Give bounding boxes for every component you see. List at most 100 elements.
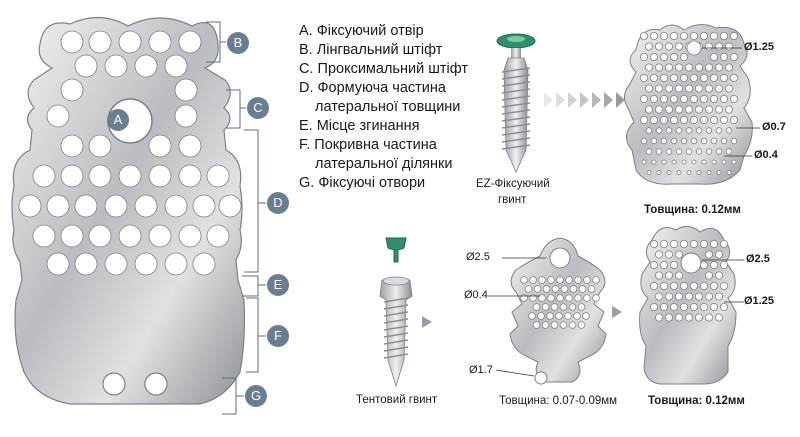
thickness-caption-top-right: Товщина: 0.12мм [644,204,741,216]
top-right-mesh-hole [690,74,699,83]
top-right-mesh-hole [665,105,674,114]
top-right-mesh-hole [730,137,738,145]
top-right-mesh-hole [665,127,673,134]
bottom-right-mesh-hole [705,271,714,280]
top-right-mesh-hole [681,159,687,165]
bottom-right-mesh-hole [665,313,674,322]
ez-screw-thread [501,74,531,80]
top-right-mesh-hole [695,127,703,134]
main-mesh-hole [206,164,230,188]
bottom-right-mesh-hole [710,239,719,248]
top-right-mesh-hole [655,148,663,155]
main-mesh-hole [46,194,70,218]
top-right-mesh-hole [725,63,734,72]
main-mesh-hole [206,224,230,248]
top-right-mesh-hole [650,95,659,104]
dim-middle-1-7: Ø1.7 [469,364,493,376]
ez-screw-thread [501,81,531,87]
marker-e: E [267,274,289,296]
top-right-mesh-hole [640,116,649,125]
middle-membrane-top-hole [549,247,571,269]
legend-item-f: F. Покривна частина [299,137,437,153]
main-mesh-hole [118,224,142,248]
top-right-mesh-hole [720,137,728,145]
ez-fixation-screw [496,33,536,173]
top-right-mesh-hole [675,148,683,155]
main-mesh-hole [134,194,158,218]
middle-membrane-hole [551,285,560,293]
bottom-right-mesh-hole [720,239,729,248]
marker-c: C [247,97,269,119]
bottom-right-mesh-hole [655,271,664,280]
tent-screw-caption: Тентовий гвинт [356,394,438,406]
chevron-arrow [592,92,601,108]
thickness-caption-middle: Товщина: 0.07-0.09мм [499,395,618,407]
top-right-mesh-hole [725,105,734,114]
ez-screw-thread [501,137,531,143]
top-right-mesh-hole [705,84,714,93]
bottom-right-mesh-hole [720,302,729,311]
main-mesh-hole [148,164,172,188]
bottom-right-mesh-hole [690,239,699,248]
bottom-right-mesh-hole [710,260,719,269]
top-right-mesh-hole [710,116,719,125]
top-right-mesh-hole [670,74,679,83]
bracket-c [226,89,241,129]
top-right-mesh-hole [721,159,727,165]
top-right-mesh-hole [640,137,648,145]
arrow-right-1 [422,316,432,328]
legend-item-g: G. Фіксуючі отвори [299,175,426,191]
top-right-mesh-hole [706,170,712,175]
top-right-mesh-hole [645,63,654,72]
middle-membrane-holes [520,276,600,329]
top-right-mesh-hole [725,42,734,51]
middle-membrane-hole [582,312,590,320]
ez-screw-thread [501,123,531,129]
bottom-right-mesh-hole [700,260,709,269]
legend: A. Фіксуючий отвір B. Лінгвальний штіфт … [299,22,489,193]
bottom-right-mesh-hole [705,250,714,259]
top-right-mesh-hole [695,63,704,72]
top-right-mesh-hole [700,74,709,83]
middle-membrane-hole [550,303,559,311]
dim-top-right-0-7: Ø0.7 [762,121,786,133]
top-right-mesh-hole [655,84,664,93]
bottom-right-mesh-hole [715,313,724,322]
top-right-mesh-hole [676,170,682,175]
bottom-right-mesh-hole [675,250,684,259]
middle-membrane-hole [550,321,559,329]
top-right-mesh-hole [675,105,684,114]
dim-middle-2-5: Ø2.5 [466,251,490,263]
bottom-right-mesh-hole [695,313,704,322]
top-right-mesh-hole [730,53,739,62]
middle-membrane-hole [541,321,550,329]
top-right-mesh-hole [660,95,669,104]
top-right-mesh-hole [730,95,739,104]
main-mesh-hole [46,252,70,276]
bottom-right-mesh-hole [655,313,664,322]
top-right-mesh-hole [725,84,734,93]
top-right-mesh-hole [665,84,674,93]
top-right-mesh-hole [685,63,694,72]
main-mesh-hole [164,54,188,78]
top-right-mesh-hole [700,137,708,145]
bottom-right-mesh-hole [700,239,709,248]
main-mesh-hole [60,224,84,248]
top-right-mesh-hole [685,105,694,114]
marker-b: B [227,32,249,54]
top-right-mesh-hole [666,170,672,175]
main-mesh-hole [178,224,202,248]
chevron-arrow [544,92,553,108]
bottom-right-mesh-hole [670,260,679,269]
dim-bottom-right-2-5: Ø2.5 [746,253,770,265]
bottom-right-mesh-hole [695,292,704,301]
main-mesh-hole [88,134,112,158]
marker-f: F [267,325,289,347]
top-right-mesh-hole [710,137,718,145]
main-mesh-hole [88,30,112,54]
top-right-mesh-hole [695,148,703,155]
top-right-mesh-hole [670,95,679,104]
top-right-mesh-hole [720,32,729,41]
main-holes [18,30,242,276]
marker-a: A [107,109,129,131]
